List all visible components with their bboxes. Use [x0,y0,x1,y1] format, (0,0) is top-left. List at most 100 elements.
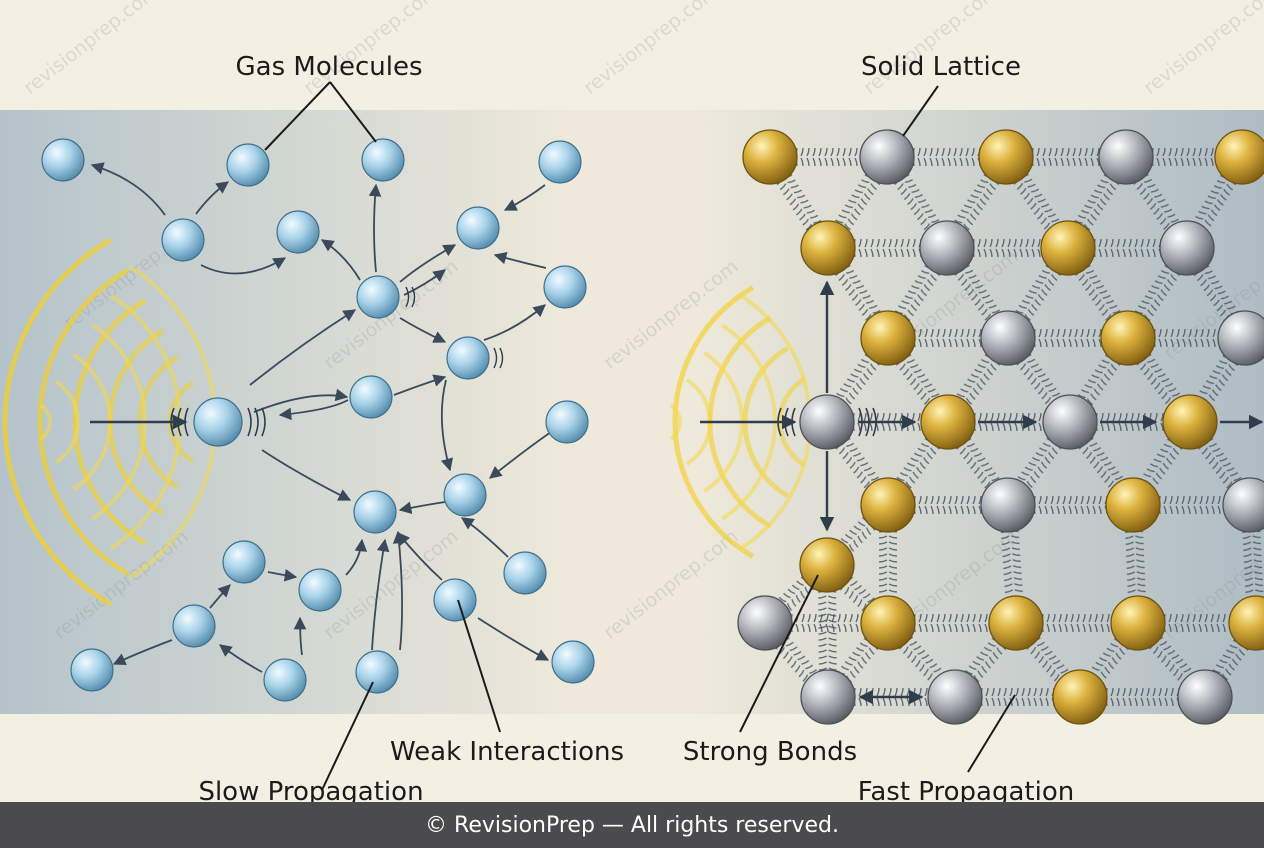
gas-particle [41,138,85,182]
gold-atom [1162,394,1218,450]
sound-wave-arc [672,285,755,559]
motion-arrow [483,304,546,341]
spring-coil [891,170,943,235]
spring-bond [1242,526,1264,602]
spring-coil [834,634,882,686]
spring-bond [910,329,986,347]
motion-arrow [477,617,550,661]
spring-coil [879,527,897,601]
spring-bond [951,170,1002,235]
motion-arrow [112,639,173,665]
spring-coil [1072,261,1124,325]
motion-arrow [440,379,454,472]
gold-atom [860,595,916,651]
spring-bond [879,527,897,601]
spring-coil [910,496,986,514]
spring-bond [1191,261,1241,325]
gas-particle [551,640,595,684]
spring-bond [1190,171,1239,234]
silver-atom [1042,394,1098,450]
spring-coil [1028,148,1104,166]
motion-arrow [399,317,447,343]
spring-bond [1155,496,1228,514]
vibration-mark [247,407,252,437]
spring-coil [1012,261,1064,325]
spring-coil [1076,434,1127,493]
gas-particle [443,473,487,517]
gas-particle [298,568,342,612]
motion-arrow [249,309,357,386]
vibration-mark [499,347,504,369]
spring-bond [1000,526,1024,602]
spring-bond [1138,435,1185,492]
label-leader-lines [264,81,1016,791]
vibration-mark [261,407,266,437]
gas-particle [70,648,114,692]
spring-bond [1160,614,1234,632]
gas-particle [353,490,397,534]
motion-arrow [399,244,457,283]
motion-arrow [320,239,361,281]
motion-arrow [397,532,443,581]
sound-wave-arc [37,268,130,576]
spring-coil [850,239,925,257]
silver-atom [1098,129,1154,185]
silver-atom [1159,220,1215,276]
spring-coil [962,634,1009,686]
gold-atom [1052,669,1108,725]
spring-coil [1242,526,1264,602]
spring-coil [1072,170,1122,235]
gas-particle [263,658,307,702]
gold-atom [799,537,855,593]
gas-particle [161,218,205,262]
spring-coil [1038,614,1116,632]
spring-coil [1191,261,1241,325]
gas-motion-arrows [90,162,552,673]
gas-particle [355,650,399,694]
motion-arrow [393,374,447,396]
spring-coil [1150,329,1223,347]
spring-bond [1132,261,1183,325]
motion-arrow [345,538,368,576]
spring-coil [977,688,1058,706]
gold-atom [800,220,856,276]
spring-coil [1013,434,1065,493]
motion-arrow [209,584,231,609]
gas-particle [538,140,582,184]
spring-bond [832,434,883,493]
gold-atom [1040,220,1096,276]
silver-atom [927,669,983,725]
motion-arrow [493,251,547,269]
motion-arrow [267,569,298,582]
silver-atom [859,129,915,185]
copyright-footer: © RevisionPrep — All rights reserved. [0,802,1264,848]
spring-bond [774,170,824,235]
spring-bond [1013,434,1065,493]
spring-bond [772,633,821,687]
spring-coil [774,573,818,615]
motion-arrow [392,530,406,651]
motion-arrow [195,181,230,215]
spring-bond [1075,350,1123,410]
gold-atom [1105,477,1161,533]
gold-atom [1214,129,1264,185]
gas-particle [356,275,400,319]
spring-bond [1102,688,1183,706]
spring-bond [953,350,1003,410]
silver-atom [919,220,975,276]
spring-coil [909,148,984,166]
silver-atom [980,477,1036,533]
spring-bond [787,614,866,632]
gold-atom [860,477,916,533]
spring-bond [1038,614,1116,632]
silver-atom [799,394,855,450]
motion-arrow [90,162,166,216]
spring-bond [893,350,943,410]
gold-atom [742,129,798,185]
silver-atom [1177,669,1233,725]
vibration-mark [177,407,182,437]
motion-arrow [368,183,382,273]
spring-coil [910,614,994,632]
spring-coil [951,170,1002,235]
spring-bond [1195,434,1245,493]
